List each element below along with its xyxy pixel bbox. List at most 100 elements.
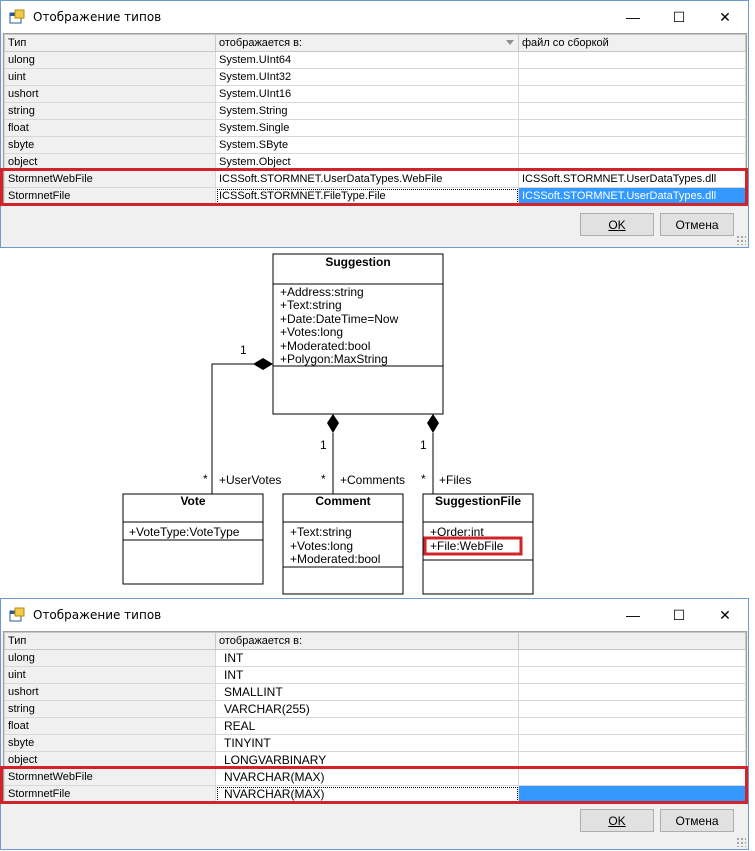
resize-grip-icon[interactable] bbox=[736, 235, 746, 245]
minimize-button[interactable]: — bbox=[626, 607, 640, 623]
class-comment[interactable]: Comment +Text:string +Votes:long +Modera… bbox=[282, 493, 404, 595]
column-header-type[interactable]: Тип bbox=[4, 34, 216, 52]
table-row[interactable]: StormnetWebFile ICSSoft.STORMNET.UserData… bbox=[4, 170, 746, 188]
minimize-button[interactable]: — bbox=[626, 9, 640, 25]
cell-type[interactable]: uint bbox=[4, 68, 216, 86]
app-icon bbox=[9, 9, 25, 24]
close-button[interactable]: ✕ bbox=[719, 606, 731, 623]
title-bar[interactable]: Отображение типов — ☐ ✕ bbox=[1, 599, 748, 631]
cell-file[interactable] bbox=[518, 85, 746, 103]
cell-file[interactable] bbox=[518, 119, 746, 137]
column-header-empty[interactable] bbox=[518, 632, 746, 650]
composition-diamond-icon bbox=[327, 414, 339, 433]
cell-empty-selected[interactable] bbox=[518, 785, 746, 803]
cell-empty[interactable] bbox=[518, 683, 746, 701]
class-suggestion[interactable]: Suggestion +Address:string +Text:string … bbox=[272, 253, 444, 415]
cell-maps-to[interactable]: System.String bbox=[215, 102, 519, 120]
cell-type[interactable]: StormnetWebFile bbox=[4, 768, 216, 786]
association-comments[interactable]: 1 * +Comments bbox=[320, 414, 405, 494]
column-header-assembly-file[interactable]: файл со сборкой bbox=[518, 34, 746, 52]
cell-maps-to[interactable]: System.UInt16 bbox=[215, 85, 519, 103]
cell-maps-to[interactable]: SMALLINT bbox=[215, 683, 519, 701]
class-vote[interactable]: Vote +VoteType:VoteType bbox=[122, 493, 264, 585]
cell-file[interactable]: ICSSoft.STORMNET.UserDataTypes.dll bbox=[518, 170, 746, 188]
cell-maps-to[interactable]: INT bbox=[215, 649, 519, 667]
ok-button-label: OK bbox=[608, 217, 626, 232]
cell-file-selected[interactable]: ICSSoft.STORMNET.UserDataTypes.dll bbox=[518, 187, 746, 205]
cell-type[interactable]: sbyte bbox=[4, 734, 216, 752]
column-header-maps-to[interactable]: отображается в: bbox=[215, 632, 519, 650]
highlight-frame bbox=[423, 536, 523, 556]
cell-maps-to[interactable]: VARCHAR(255) bbox=[215, 700, 519, 718]
cell-type[interactable]: StormnetFile bbox=[4, 785, 216, 803]
cancel-button[interactable]: Отмена bbox=[660, 809, 734, 832]
cell-maps-to[interactable]: System.UInt64 bbox=[215, 51, 519, 69]
cell-empty[interactable] bbox=[518, 734, 746, 752]
ok-button[interactable]: OK bbox=[580, 809, 654, 832]
multiplicity-one: 1 bbox=[240, 343, 247, 357]
cell-file[interactable] bbox=[518, 51, 746, 69]
role-label: +Comments bbox=[340, 473, 405, 487]
title-bar[interactable]: Отображение типов — ☐ ✕ bbox=[1, 1, 748, 33]
cell-empty[interactable] bbox=[518, 717, 746, 735]
maximize-button[interactable]: ☐ bbox=[672, 8, 686, 25]
type-mapping-grid[interactable]: Тип отображается в: файл со сборкой ulon… bbox=[3, 33, 747, 206]
cell-type[interactable]: float bbox=[4, 717, 216, 735]
cell-empty[interactable] bbox=[518, 649, 746, 667]
cell-type[interactable]: sbyte bbox=[4, 136, 216, 154]
cell-type[interactable]: ushort bbox=[4, 85, 216, 103]
highlight-frame bbox=[0, 766, 748, 804]
cell-maps-to[interactable]: System.UInt32 bbox=[215, 68, 519, 86]
cell-maps-to[interactable]: System.Object bbox=[215, 153, 519, 171]
column-header-maps-to[interactable]: отображается в: bbox=[215, 34, 519, 52]
cell-maps-to[interactable]: ICSSoft.STORMNET.FileType.File bbox=[215, 187, 519, 205]
resize-grip-icon[interactable] bbox=[736, 837, 746, 847]
cell-file[interactable] bbox=[518, 68, 746, 86]
cell-type[interactable]: object bbox=[4, 751, 216, 769]
cell-file[interactable] bbox=[518, 136, 746, 154]
cell-maps-to[interactable]: INT bbox=[215, 666, 519, 684]
cell-type[interactable]: ulong bbox=[4, 649, 216, 667]
ok-button[interactable]: OK bbox=[580, 213, 654, 236]
maximize-button[interactable]: ☐ bbox=[672, 606, 686, 623]
association-user-votes[interactable]: 1 * +UserVotes bbox=[203, 343, 281, 494]
cell-type[interactable]: ulong bbox=[4, 51, 216, 69]
cell-type[interactable]: float bbox=[4, 119, 216, 137]
cell-type[interactable]: string bbox=[4, 102, 216, 120]
cell-type[interactable]: ushort bbox=[4, 683, 216, 701]
cell-maps-to[interactable]: TINYINT bbox=[215, 734, 519, 752]
cell-maps-to[interactable]: System.SByte bbox=[215, 136, 519, 154]
close-button[interactable]: ✕ bbox=[719, 8, 731, 25]
cell-empty[interactable] bbox=[518, 666, 746, 684]
cell-type[interactable]: StormnetWebFile bbox=[4, 170, 216, 188]
cell-type[interactable]: uint bbox=[4, 666, 216, 684]
cell-maps-to[interactable]: System.Single bbox=[215, 119, 519, 137]
cell-empty[interactable] bbox=[518, 700, 746, 718]
column-header-type[interactable]: Тип bbox=[4, 632, 216, 650]
cancel-button[interactable]: Отмена bbox=[660, 213, 734, 236]
cell-file[interactable] bbox=[518, 102, 746, 120]
window-title: Отображение типов bbox=[33, 608, 162, 622]
association-files[interactable]: 1 * +Files bbox=[420, 414, 471, 494]
cell-maps-to[interactable]: REAL bbox=[215, 717, 519, 735]
cell-type[interactable]: string bbox=[4, 700, 216, 718]
class-suggestion-file[interactable]: SuggestionFile +Order:int +File:WebFile bbox=[422, 493, 534, 595]
